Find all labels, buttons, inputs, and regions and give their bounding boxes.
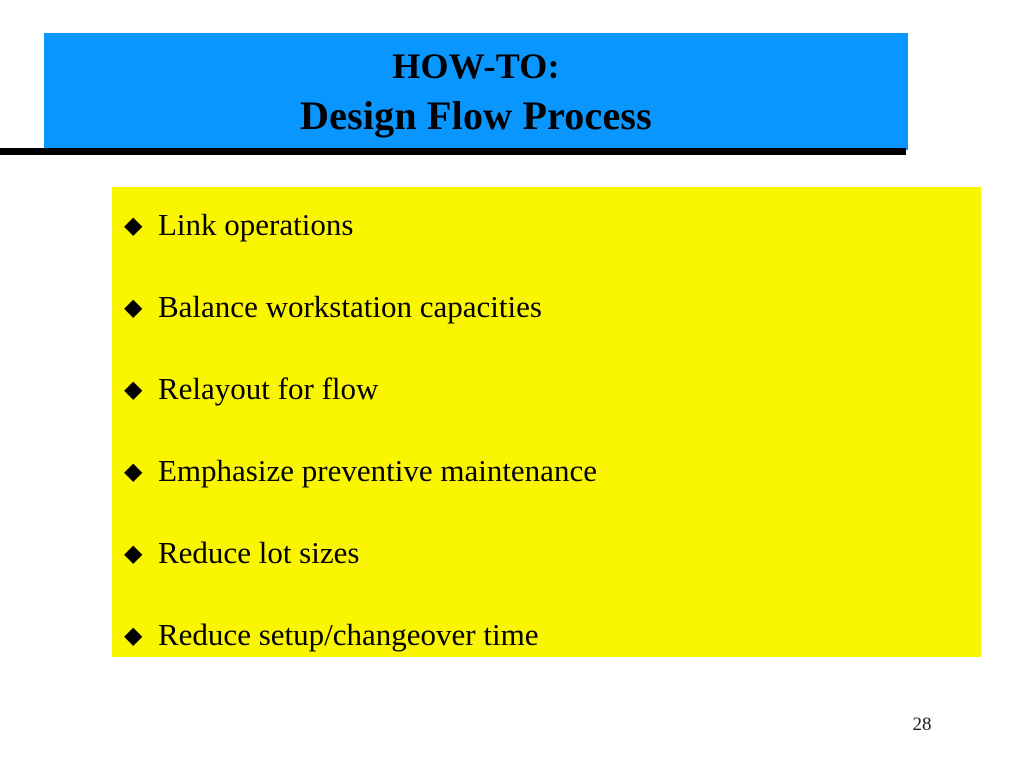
list-item-label: Link operations <box>158 207 354 242</box>
bullet-list: ◆ Link operations ◆ Balance workstation … <box>112 205 981 697</box>
title-line-2: Design Flow Process <box>300 92 652 138</box>
list-item: ◆ Reduce lot sizes <box>112 533 981 615</box>
list-item-label: Relayout for flow <box>158 371 379 406</box>
diamond-bullet-icon: ◆ <box>124 293 143 321</box>
list-item-label: Reduce setup/changeover time <box>158 617 539 652</box>
diamond-bullet-icon: ◆ <box>124 211 143 239</box>
list-item: ◆ Relayout for flow <box>112 369 981 451</box>
title-line-1: HOW-TO: <box>392 46 560 87</box>
page-number: 28 <box>912 714 932 735</box>
diamond-bullet-icon: ◆ <box>124 621 143 649</box>
content-panel: ◆ Link operations ◆ Balance workstation … <box>112 187 981 657</box>
title-underline-rule <box>0 148 906 155</box>
list-item-label: Reduce lot sizes <box>158 535 360 570</box>
diamond-bullet-icon: ◆ <box>124 375 143 403</box>
list-item: ◆ Reduce setup/changeover time <box>112 615 981 697</box>
diamond-bullet-icon: ◆ <box>124 457 143 485</box>
list-item: ◆ Link operations <box>112 205 981 287</box>
list-item-label: Balance workstation capacities <box>158 289 542 324</box>
list-item-label: Emphasize preventive maintenance <box>158 453 597 488</box>
diamond-bullet-icon: ◆ <box>124 539 143 567</box>
list-item: ◆ Balance workstation capacities <box>112 287 981 369</box>
list-item: ◆ Emphasize preventive maintenance <box>112 451 981 533</box>
title-box: HOW-TO: Design Flow Process <box>44 33 908 150</box>
